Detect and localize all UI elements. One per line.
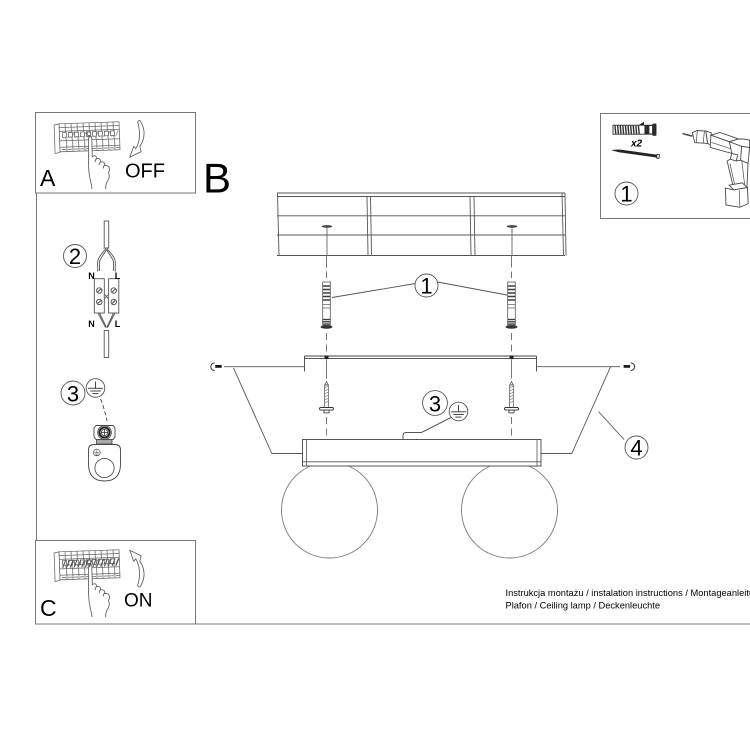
svg-text:ON: ON	[124, 591, 153, 612]
svg-text:1: 1	[620, 182, 632, 207]
svg-text:1: 1	[420, 274, 432, 299]
svg-text:Instrukcja montażu / instalati: Instrukcja montażu / instalation instruc…	[506, 588, 750, 598]
svg-text:2: 2	[69, 244, 81, 269]
svg-text:3: 3	[67, 382, 79, 407]
svg-text:L: L	[115, 319, 121, 329]
svg-text:B: B	[203, 155, 231, 202]
svg-text:L: L	[115, 271, 121, 281]
svg-text:A: A	[40, 165, 56, 191]
svg-text:N: N	[88, 319, 95, 329]
svg-text:Plafon / Ceiling lamp / Decken: Plafon / Ceiling lamp / Deckenleuchte	[506, 601, 661, 611]
svg-text:x2: x2	[630, 139, 643, 150]
svg-text:N: N	[88, 271, 95, 281]
svg-text:C: C	[40, 595, 57, 621]
svg-text:4: 4	[630, 436, 642, 461]
svg-text:3: 3	[429, 392, 441, 417]
svg-text:OFF: OFF	[125, 161, 165, 183]
